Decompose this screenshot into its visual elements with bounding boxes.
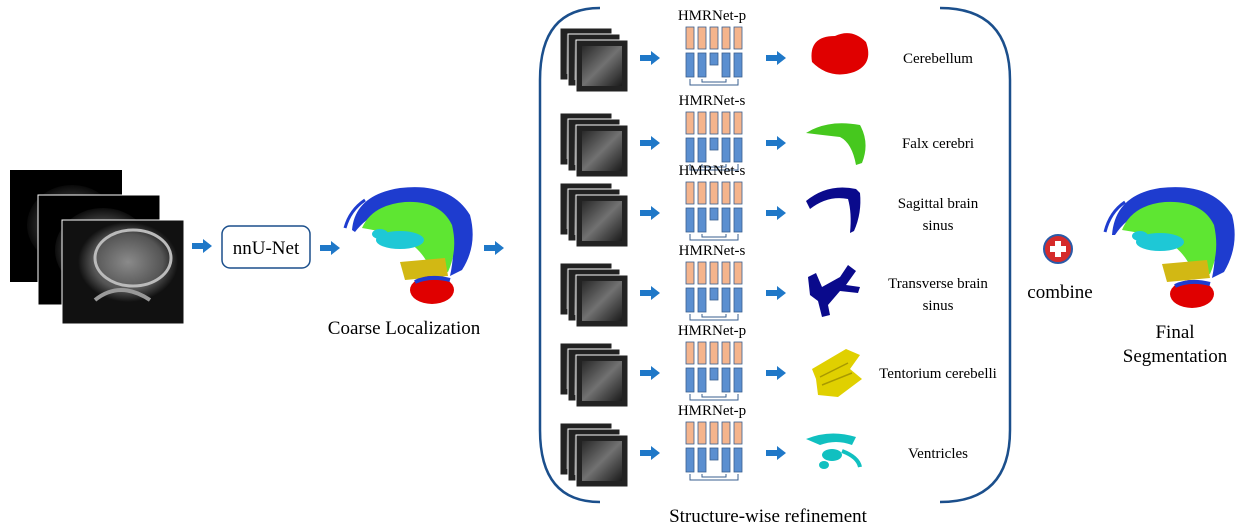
mri-patch-stack [559,262,629,328]
network-blocks-icon [685,181,743,241]
arrow-icon [192,239,212,253]
network-label: HMRNet-s [679,243,746,259]
network-label: HMRNet-s [679,163,746,179]
network-label: HMRNet-p [678,323,746,339]
structure-mask-render [808,265,860,317]
structure-label: Sagittal brain [898,196,979,212]
mri-patch-stack [559,182,629,248]
arrow-icon [766,446,786,460]
refinement-label: Structure-wise refinement [669,506,868,527]
network-blocks-icon [685,341,743,401]
structure-label-line2: sinus [923,298,954,314]
coarse-segmentation-render [343,187,473,304]
network-blocks-icon [685,421,743,481]
arrow-icon [640,446,660,460]
nnunet-box [221,225,311,269]
structure-mask-render [806,187,861,233]
structure-label: Tentorium cerebelli [879,366,997,382]
arrow-icon [766,366,786,380]
arrow-icon [766,51,786,65]
arrow-icon [640,366,660,380]
input-mri-stack [10,170,185,325]
combine-icon [1043,234,1073,264]
network-label: HMRNet-p [678,403,746,419]
combine-label: combine [1027,282,1092,303]
arrow-icon [766,206,786,220]
structure-label: Transverse brain [888,276,988,292]
bracket-left [538,6,601,504]
mri-patch-stack [559,27,629,93]
structure-mask-render [811,33,869,75]
arrow-icon [640,136,660,150]
bracket-right [939,6,1012,504]
arrow-icon [640,286,660,300]
nnunet-label: nnU-Net [233,238,300,259]
structure-mask-render [806,433,862,469]
final-label-line2: Segmentation [1123,346,1228,367]
structure-label: Falx cerebri [902,136,974,152]
final-segmentation-render [1103,187,1235,308]
network-blocks-icon [685,26,743,86]
structure-label: Ventricles [908,446,968,462]
coarse-localization-label: Coarse Localization [328,318,481,339]
arrow-icon [640,206,660,220]
final-label-line1: Final [1155,322,1194,343]
arrow-icon [484,241,504,255]
mri-patch-stack [559,112,629,178]
mri-patch-stack [559,342,629,408]
structure-mask-render [806,123,866,165]
structure-mask-render [812,349,862,397]
arrow-icon [766,286,786,300]
structure-label: Cerebellum [903,51,973,67]
structure-label-line2: sinus [923,218,954,234]
arrow-icon [320,241,340,255]
network-blocks-icon [685,111,743,171]
network-label: HMRNet-s [679,93,746,109]
arrow-icon [766,136,786,150]
mri-patch-stack [559,422,629,488]
network-blocks-icon [685,261,743,321]
network-label: HMRNet-p [678,8,746,24]
arrow-icon [640,51,660,65]
